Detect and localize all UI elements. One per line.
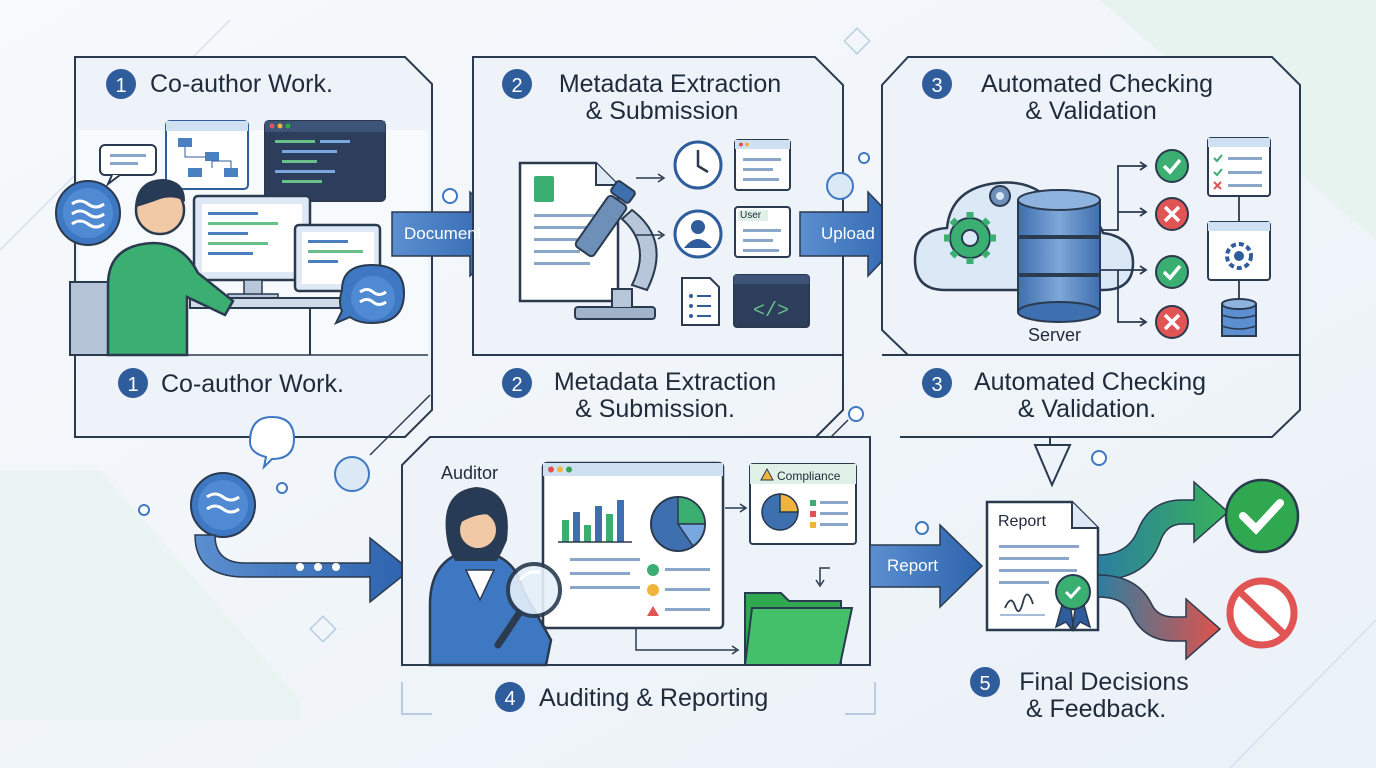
stage-2-title-top-line2: & Submission (585, 97, 739, 125)
user-icon (673, 209, 723, 259)
user-card-label: User (740, 210, 762, 221)
report-arrow-label: Report (887, 556, 939, 575)
browser-card (734, 139, 791, 191)
database-icon (1017, 189, 1101, 323)
coauthor-person (106, 178, 235, 357)
document-arrow-label: Document (404, 224, 482, 243)
gear-icon (989, 185, 1011, 207)
code-icon: </> (733, 274, 810, 328)
code-screen (264, 120, 386, 202)
flowchart-screen (165, 120, 249, 190)
check-icon (1155, 149, 1189, 183)
upload-arrow-label: Upload (821, 224, 875, 243)
dashboard-window (541, 461, 725, 630)
server-label: Server (1028, 325, 1082, 345)
stage-4-title: Auditing & Reporting (539, 684, 769, 712)
stage-1-title-top: Co-author Work. (150, 70, 333, 98)
stage-3-number-top: 3 (931, 75, 942, 97)
stage-1-number-bottom: 1 (127, 374, 138, 396)
report-arrow (869, 523, 984, 609)
stage-3-number-bottom: 3 (931, 374, 942, 396)
down-arrow (1033, 444, 1072, 488)
stage-2-number-top: 2 (511, 75, 522, 97)
stage-3-title-bottom-line1: Automated Checking (973, 368, 1207, 396)
bg-shape-bottom-left (0, 470, 300, 720)
document-icon (518, 161, 620, 303)
stage-3-title-top-line1: Automated Checking (980, 70, 1214, 98)
chat-bubble-icon (248, 415, 296, 471)
compliance-card (749, 463, 857, 545)
reject-arrow (1097, 574, 1222, 661)
certificate-icon (1054, 574, 1092, 632)
check-icon (1155, 255, 1189, 289)
wave-bubble-icon (55, 180, 121, 246)
laptop-screen (293, 223, 382, 293)
stage-4-number: 4 (504, 688, 515, 710)
pie-chart-icon (650, 496, 706, 552)
stage-5-title-line1: Final Decisions (1019, 668, 1189, 696)
wave-bubble-icon (333, 263, 406, 325)
svg-text:</>: </> (753, 300, 789, 323)
microscope-icon (574, 180, 658, 320)
deco-diamond (309, 615, 337, 643)
no-entry-icon (1226, 577, 1298, 649)
stage-3-title-top-line2: & Validation (1025, 97, 1157, 125)
chat-bubble-icon (99, 144, 157, 188)
stage-2-number-bottom: 2 (511, 374, 522, 396)
checklist-card (1207, 137, 1271, 197)
approve-arrow (1097, 480, 1230, 581)
gear-icon (944, 212, 996, 264)
stage-5-title-line2: & Feedback. (1025, 695, 1167, 723)
stage-3-title-bottom-line2: & Validation. (1017, 395, 1157, 423)
bubble (826, 172, 854, 200)
bar-chart-icon (558, 500, 632, 543)
approved-check-icon (1224, 478, 1300, 554)
bubble (442, 188, 458, 204)
folder-icon (743, 592, 854, 666)
stage-1-badge-bottom (118, 368, 148, 398)
list-doc-icon (681, 277, 720, 326)
auditor-person (428, 486, 553, 667)
stage-2-title-top-line1: Metadata Extraction (558, 70, 782, 98)
stage-1-badge-top (106, 69, 136, 99)
bubble (858, 152, 870, 164)
clock-icon (673, 140, 723, 190)
magnifier-icon (494, 562, 562, 649)
stage-1-number-top: 1 (115, 75, 126, 97)
stage-2-title-bottom-line2: & Submission. (575, 395, 735, 423)
report-doc-label: Report (998, 513, 1047, 530)
database-icon (1221, 298, 1257, 337)
deco-diamond (843, 27, 871, 55)
stage-2-title-bottom-line1: Metadata Extraction (553, 368, 777, 396)
wave-bubble-icon (190, 472, 256, 538)
stage-5-number: 5 (979, 673, 990, 695)
user-card (734, 206, 791, 258)
cross-icon (1155, 305, 1189, 339)
auditor-label: Auditor (441, 463, 499, 483)
desktop-monitor (192, 194, 312, 300)
cross-icon (1155, 197, 1189, 231)
compliance-label: Compliance (777, 469, 841, 483)
settings-card (1207, 221, 1271, 281)
stage-1-title-bottom: Co-author Work. (161, 370, 344, 398)
